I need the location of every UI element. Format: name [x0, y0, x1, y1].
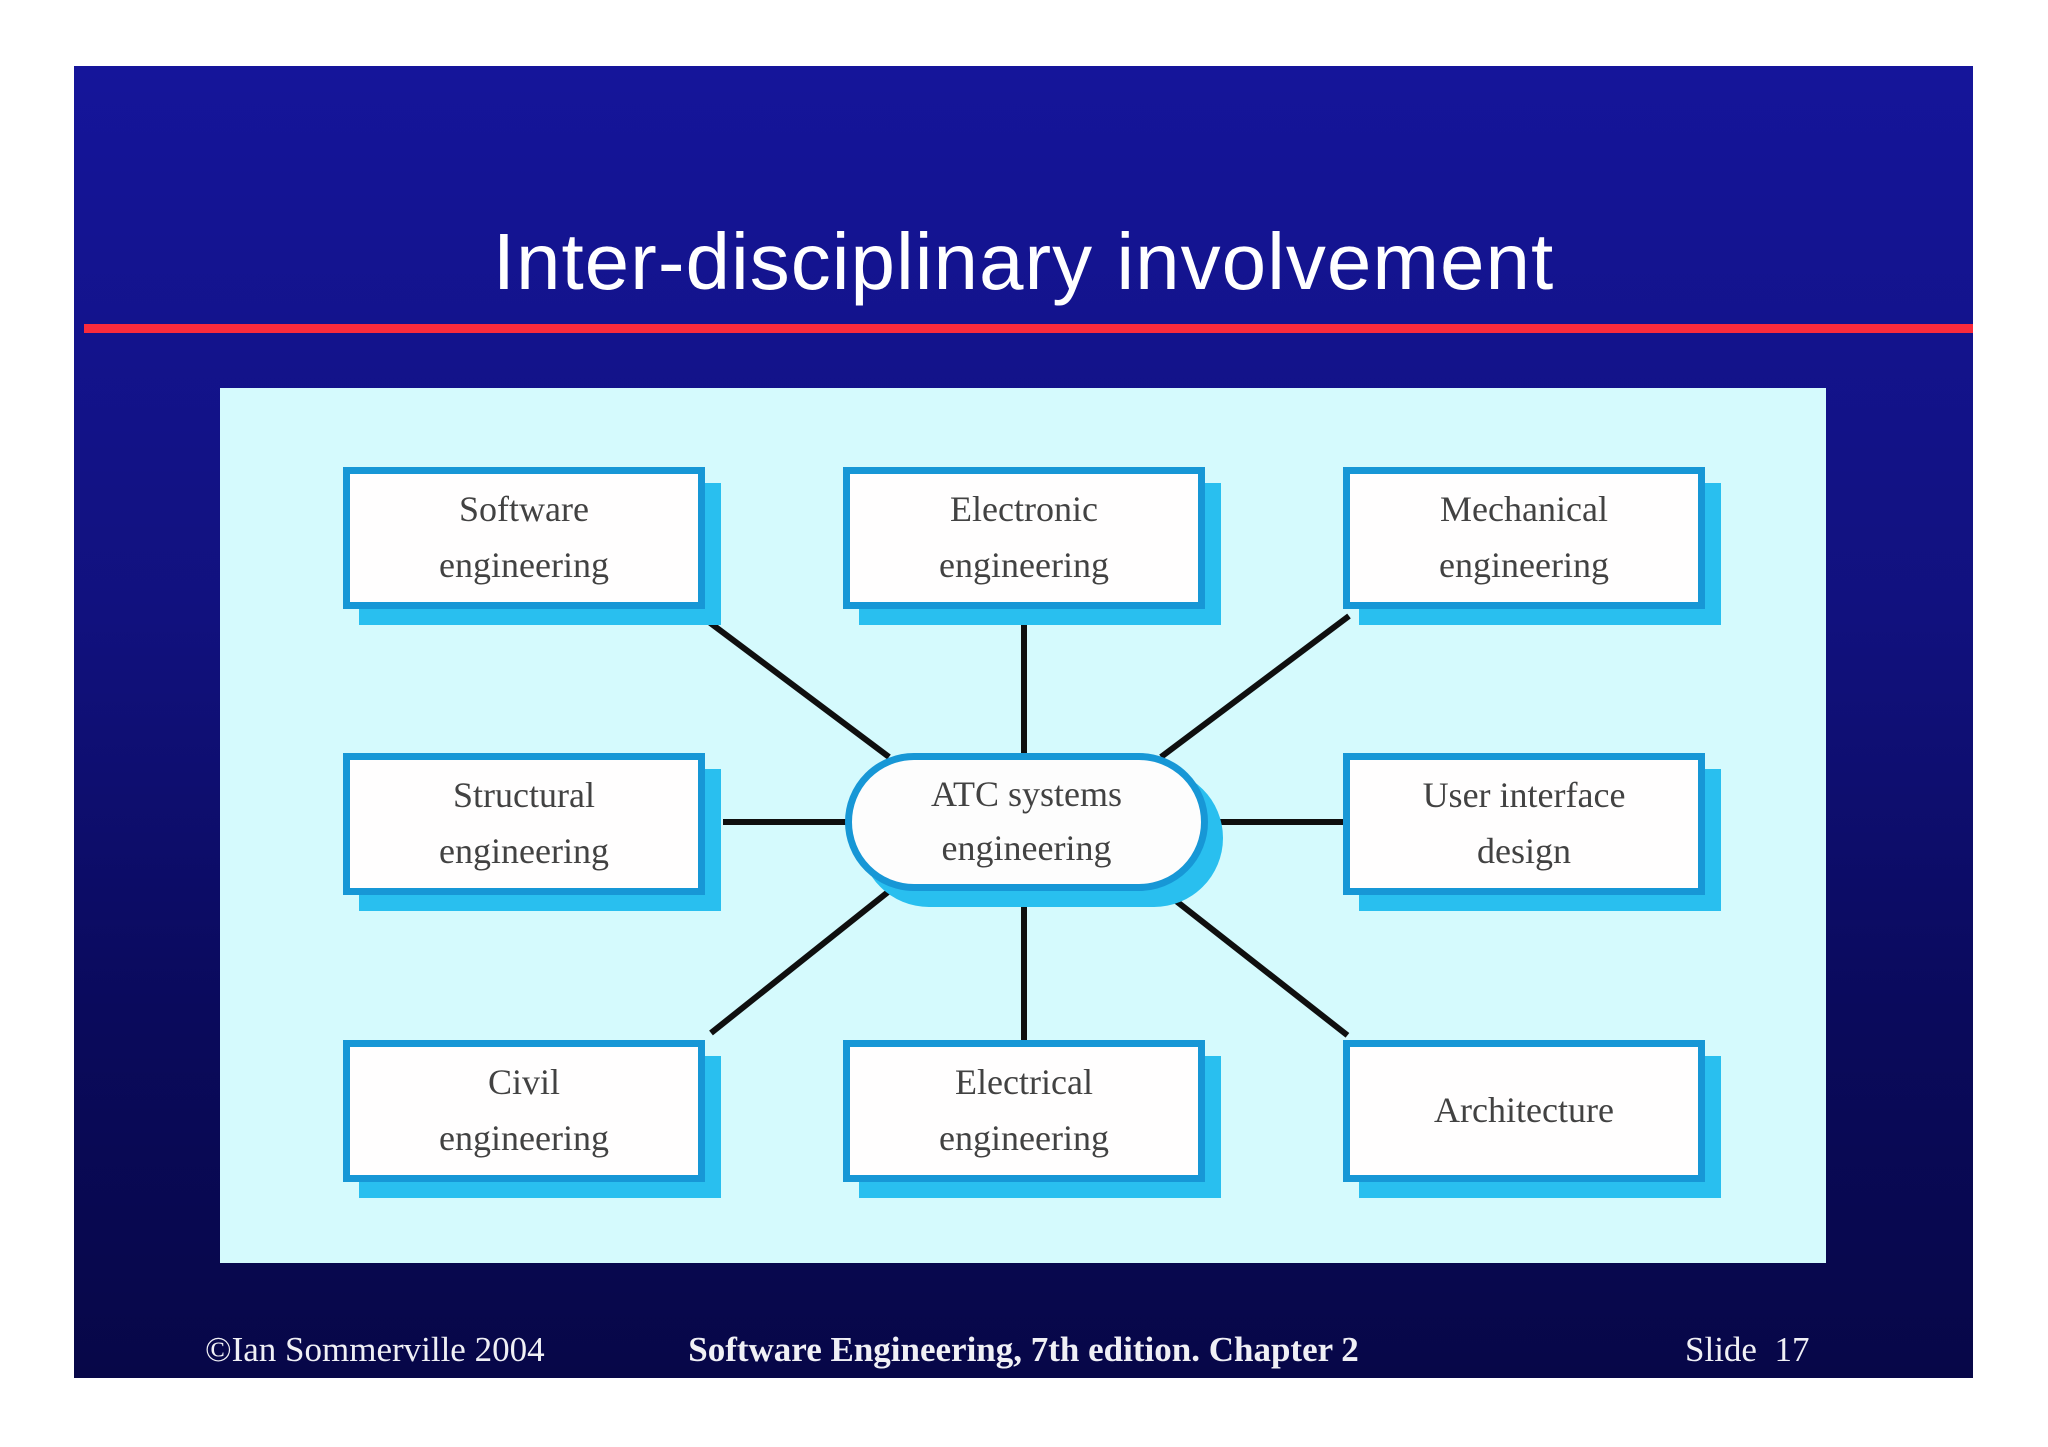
title-underline-rule [84, 324, 1973, 333]
node-architecture: Architecture [1343, 1040, 1705, 1182]
node-civil-engineering: Civil engineering [343, 1040, 705, 1182]
node-label-line2: engineering [439, 1118, 609, 1159]
node-label-line1: Civil [487, 1062, 561, 1103]
connector-electronic-to-center [1021, 612, 1027, 758]
node-mechanical-engineering: Mechanical engineering [1343, 467, 1705, 609]
footer-copyright: ©Ian Sommerville 2004 [205, 1330, 545, 1369]
node-user-interface-design: User interface design [1343, 753, 1705, 895]
center-label-line2: engineering [941, 828, 1112, 869]
connector-center-to-electrical [1021, 888, 1027, 1042]
node-label-line1: Architecture [1434, 1090, 1614, 1131]
slide-background: Inter-disciplinary involvement Software … [74, 66, 1973, 1378]
page-title: Inter-disciplinary involvement [492, 217, 1555, 306]
node-label-line1: Mechanical [1440, 489, 1608, 530]
node-label-line2: design [1477, 831, 1571, 872]
node-label-line2: engineering [439, 831, 609, 872]
node-label-line1: Electronic [950, 489, 1098, 530]
connector-center-to-user-interface [1206, 819, 1346, 825]
node-label-line1: User interface [1422, 775, 1626, 816]
node-electronic-engineering: Electronic engineering [843, 467, 1205, 609]
node-label-line2: engineering [1439, 545, 1609, 586]
node-atc-systems-engineering-center: ATC systems engineering [845, 753, 1208, 891]
center-label-line1: ATC systems [930, 773, 1123, 814]
node-label-line1: Software [459, 489, 589, 530]
node-electrical-engineering: Electrical engineering [843, 1040, 1205, 1182]
footer-slide-number: Slide 17 [1685, 1330, 1810, 1369]
connector-structural-to-center [723, 819, 847, 825]
node-label-line2: engineering [439, 545, 609, 586]
node-software-engineering: Software engineering [343, 467, 705, 609]
node-label-line1: Electrical [955, 1062, 1093, 1103]
node-label-line2: engineering [939, 1118, 1109, 1159]
footer-book-title: Software Engineering, 7th edition. Chapt… [688, 1330, 1359, 1369]
node-label-line2: engineering [939, 545, 1109, 586]
node-structural-engineering: Structural engineering [343, 753, 705, 895]
node-label-line1: Structural [453, 775, 595, 816]
